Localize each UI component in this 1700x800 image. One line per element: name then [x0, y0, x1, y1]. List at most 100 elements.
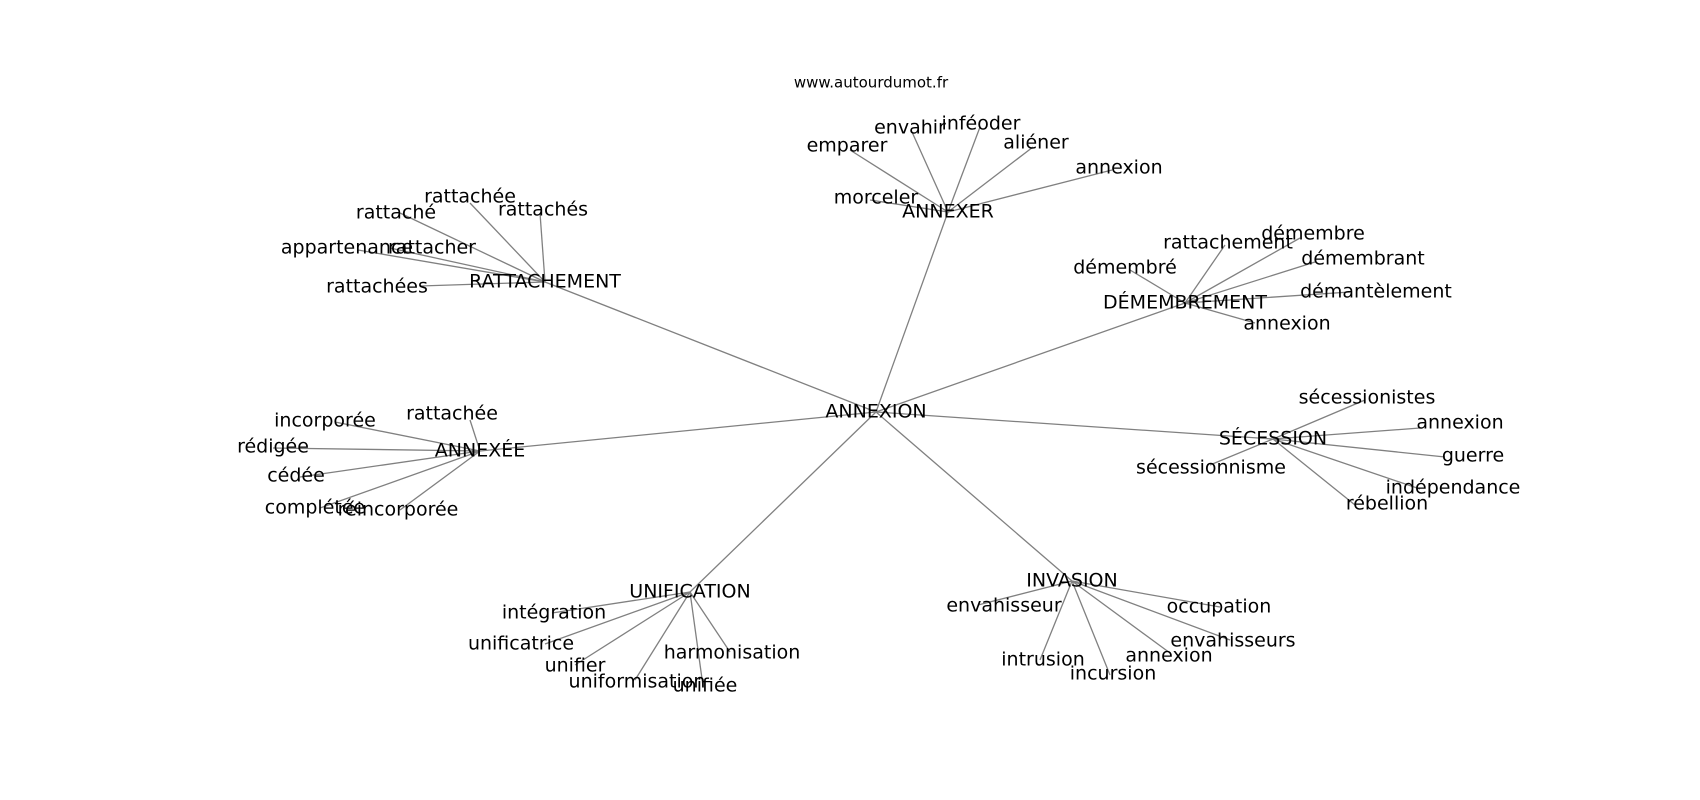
hub-node-label: INVASION [1026, 570, 1117, 592]
graph-labels: www.autourdumot.fr rattachéerattachésrat… [237, 74, 1520, 697]
leaf-node-label: rattachée [424, 186, 516, 208]
leaf-node-label: inféoder [942, 113, 1021, 135]
edge-hub-to-leaf [334, 421, 481, 452]
leaf-node-label: rattachée [406, 403, 498, 425]
hub-node-label: RATTACHEMENT [469, 271, 621, 293]
edge-hub-to-leaf [544, 591, 691, 645]
edge-hub-to-leaf [1071, 580, 1171, 654]
edge-hub-to-leaf [389, 247, 546, 283]
edge-center-to-hub [875, 411, 1073, 582]
leaf-node-label: unificatrice [468, 633, 574, 655]
leaf-node-label: appartenance [281, 237, 413, 259]
leaf-node-label: emparer [807, 135, 888, 157]
leaf-node-label: envahisseurs [1170, 630, 1295, 652]
edge-hub-to-leaf [947, 146, 1034, 213]
edge-hub-to-leaf [869, 199, 949, 213]
leaf-node-label: réincorporée [338, 499, 459, 521]
leaf-node-label: cédée [267, 465, 325, 487]
edge-hub-to-leaf [1071, 580, 1231, 641]
edge-hub-to-leaf [551, 591, 691, 614]
edge-hub-to-leaf [1272, 438, 1421, 490]
edge-hub-to-leaf [419, 281, 546, 287]
edge-hub-to-leaf [469, 419, 481, 452]
leaf-node-label: occupation [1167, 596, 1272, 618]
edge-hub-to-leaf [539, 212, 546, 283]
leaf-node-label: rattachement [1163, 232, 1293, 254]
edge-hub-to-leaf [319, 450, 481, 509]
leaf-node-label: annexion [1075, 157, 1162, 179]
edge-hub-to-leaf [1184, 237, 1301, 304]
edge-hub-to-leaf [1039, 580, 1073, 661]
center-node-label: ANNEXION [825, 401, 926, 423]
leaf-node-label: annexion [1125, 645, 1212, 667]
leaf-node-label: sécessionnisme [1136, 457, 1286, 479]
leaf-node-label: aliéner [1003, 132, 1069, 154]
leaf-node-label: uniformisation [569, 671, 706, 693]
leaf-node-label: rédigée [237, 436, 309, 458]
edge-center-to-hub [875, 211, 949, 413]
leaf-node-label: démembrant [1301, 248, 1424, 270]
leaf-node-label: démembré [1073, 257, 1177, 279]
edge-hub-to-leaf [1184, 291, 1351, 304]
leaf-node-label: morceler [834, 187, 919, 209]
edge-hub-to-leaf [574, 591, 691, 666]
leaf-node-label: rébellion [1346, 493, 1428, 515]
hub-node-label: SÉCESSION [1219, 427, 1327, 450]
edge-hub-to-leaf [469, 202, 546, 283]
leaf-node-label: unifier [545, 655, 606, 677]
edge-hub-to-leaf [399, 450, 481, 511]
edge-hub-to-leaf [1272, 438, 1356, 506]
leaf-node-label: indépendance [1386, 477, 1521, 499]
edge-hub-to-leaf [1209, 438, 1274, 466]
edge-hub-to-leaf [911, 131, 949, 213]
edge-hub-to-leaf [689, 591, 704, 687]
edge-hub-to-leaf [357, 249, 546, 283]
leaf-node-label: incursion [1070, 663, 1156, 685]
leaf-node-label: démantèlement [1300, 281, 1452, 303]
edge-hub-to-leaf [1272, 438, 1446, 458]
edge-hub-to-leaf [1071, 580, 1221, 608]
edge-hub-to-leaf [1272, 399, 1366, 440]
graph-edges [272, 126, 1446, 687]
leaf-node-label: complétée [265, 497, 365, 519]
edge-hub-to-leaf [849, 149, 949, 213]
leaf-node-label: rattachées [326, 276, 428, 298]
leaf-node-label: annexion [1243, 313, 1330, 335]
edge-hub-to-leaf [272, 447, 481, 452]
edge-center-to-hub [875, 411, 1274, 440]
edge-hub-to-leaf [1272, 427, 1421, 440]
hub-node-label: ANNEXER [902, 201, 994, 223]
leaf-node-label: guerre [1442, 445, 1504, 467]
leaf-node-label: envahir [874, 117, 946, 139]
leaf-node-label: envahisseur [946, 595, 1061, 617]
edge-hub-to-leaf [947, 126, 981, 213]
leaf-node-label: sécessionistes [1299, 387, 1436, 409]
hub-node-label: ANNEXÉE [435, 439, 525, 462]
edge-center-to-hub [875, 302, 1186, 413]
hub-node-label: UNIFICATION [629, 581, 750, 603]
edge-center-to-hub [689, 411, 877, 593]
edge-hub-to-leaf [634, 591, 691, 681]
edge-hub-to-leaf [1184, 244, 1226, 304]
credit-text: www.autourdumot.fr [794, 74, 949, 92]
leaf-node-label: rattaché [356, 202, 436, 224]
edge-hub-to-leaf [299, 450, 481, 478]
leaf-node-label: intégration [502, 602, 606, 624]
edge-hub-to-leaf [689, 591, 731, 653]
edge-center-to-hub [544, 281, 877, 413]
edge-center-to-hub [479, 411, 877, 452]
leaf-node-label: rattachés [498, 199, 588, 221]
leaf-node-label: unifiée [673, 675, 738, 697]
edge-hub-to-leaf [399, 212, 546, 283]
edge-hub-to-leaf [977, 580, 1073, 606]
leaf-node-label: annexion [1416, 412, 1503, 434]
leaf-node-label: incorporée [274, 410, 376, 432]
edge-hub-to-leaf [1184, 261, 1316, 304]
edge-hub-to-leaf [1071, 580, 1111, 676]
leaf-node-label: démembre [1261, 223, 1365, 245]
hub-node-label: DÉMEMBREMENT [1103, 291, 1267, 314]
edge-hub-to-leaf [1184, 302, 1256, 324]
leaf-node-label: intrusion [1001, 649, 1084, 671]
leaf-node-label: harmonisation [664, 642, 801, 664]
